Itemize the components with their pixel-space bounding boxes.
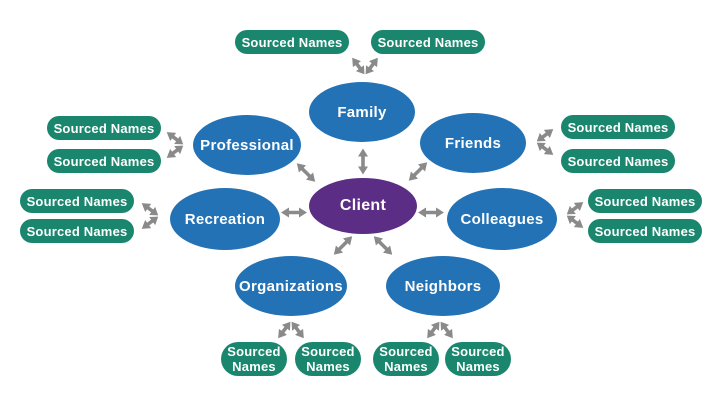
double-arrow-icon — [418, 207, 444, 218]
fork-arrow-icon — [566, 202, 584, 228]
sourced-names-pill: Sourced Names — [20, 189, 134, 213]
double-arrow-icon — [408, 162, 428, 181]
sourced-names-pill: Sourced Names — [588, 189, 702, 213]
fork-arrow-icon — [166, 132, 184, 158]
node-client: Client — [309, 178, 417, 234]
sourced-names-pill: Sourced Names — [295, 342, 361, 376]
node-organizations: Organizations — [235, 256, 347, 316]
node-colleagues: Colleagues — [447, 188, 557, 250]
sourced-names-pill: Sourced Names — [221, 342, 287, 376]
fork-arrow-icon — [536, 129, 554, 155]
fork-arrow-icon — [141, 203, 159, 229]
double-arrow-icon — [358, 148, 368, 175]
double-arrow-icon — [296, 163, 316, 182]
node-family: Family — [309, 82, 415, 142]
node-friends: Friends — [420, 113, 526, 173]
double-arrow-icon — [373, 236, 393, 255]
double-arrow-icon — [281, 207, 307, 218]
double-arrow-icon — [333, 236, 353, 255]
node-professional: Professional — [193, 115, 301, 175]
sourced-names-pill: Sourced Names — [588, 219, 702, 243]
sourced-names-pill: Sourced Names — [561, 149, 675, 173]
sourced-names-pill: Sourced Names — [20, 219, 134, 243]
fork-arrow-icon — [278, 321, 304, 339]
node-neighbors: Neighbors — [386, 256, 500, 316]
sourced-names-pill: Sourced Names — [373, 342, 439, 376]
sourced-names-pill: Sourced Names — [445, 342, 511, 376]
node-recreation: Recreation — [170, 188, 280, 250]
sourced-names-pill: Sourced Names — [561, 115, 675, 139]
sourced-names-pill: Sourced Names — [47, 116, 161, 140]
sourced-names-pill: Sourced Names — [235, 30, 349, 54]
sourced-names-pill: Sourced Names — [371, 30, 485, 54]
fork-arrow-icon — [427, 321, 453, 339]
fork-arrow-icon — [352, 57, 378, 75]
sourced-names-pill: Sourced Names — [47, 149, 161, 173]
